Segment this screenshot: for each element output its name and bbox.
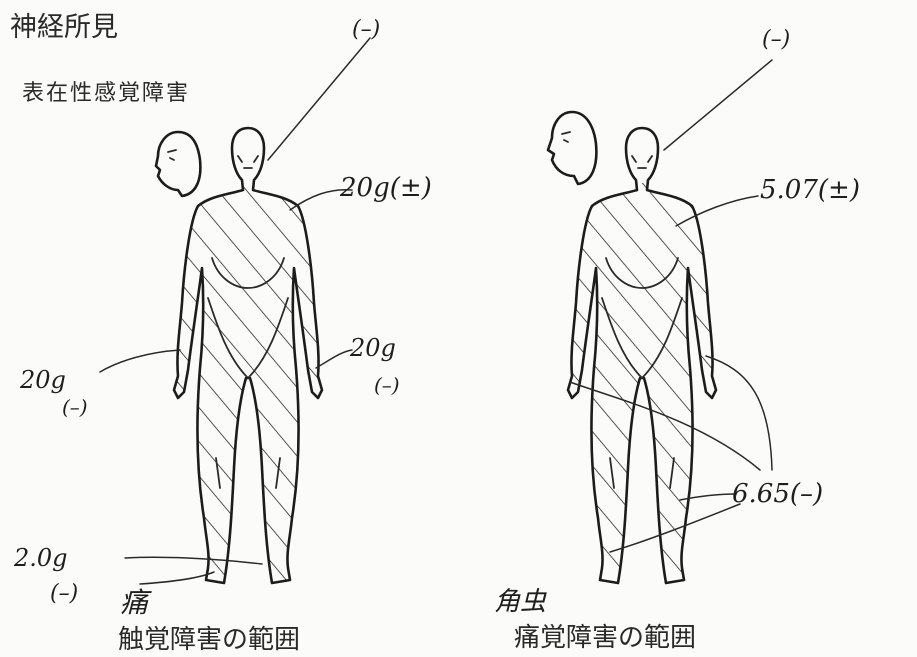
touch-right-hand-result: (–) (374, 373, 400, 397)
touch-feet-value: 2.0g (13, 544, 68, 572)
pain-caption: 痛覚障害の範囲 (514, 623, 696, 653)
impaired-area-hatching (174, 128, 322, 583)
touch-scribble: 痛 (120, 586, 152, 619)
pain-head-result: (–) (762, 27, 790, 52)
touch-caption: 触覚障害の範囲 (118, 625, 300, 655)
touch-right-hand-value: 20g (349, 334, 396, 362)
face-area (626, 127, 658, 183)
profile-head (546, 110, 598, 186)
pain-trunk-result: 5.07(±) (760, 175, 860, 205)
pain-limbs-result: 6.65(–) (732, 479, 823, 509)
touch-feet-result: (–) (50, 581, 78, 606)
touch-figure: (–) 20g(±) 20g (–) 20g (–) 2.0g (–) 痛 触覚… (13, 17, 432, 655)
body-details (601, 155, 683, 489)
touch-left-hand-result: (–) (62, 395, 88, 419)
touch-head-result: (–) (352, 17, 380, 42)
impaired-area-hatching (568, 128, 716, 583)
body-details (207, 155, 289, 489)
profile-head (154, 130, 202, 198)
touch-leaders (99, 37, 371, 585)
face-area (232, 127, 264, 183)
pain-leaders (569, 59, 773, 553)
touch-left-hand-value: 20g (19, 366, 66, 394)
touch-trunk-result: 20g(±) (339, 173, 432, 203)
pain-scribble: 角虫 (494, 587, 547, 617)
pain-figure: (–) 5.07(±) 6.65(–) 角虫 痛覚障害の範囲 (494, 27, 860, 653)
page-title: 神経所見 (10, 12, 118, 43)
page-subtitle: 表在性感覚障害 (22, 81, 190, 106)
